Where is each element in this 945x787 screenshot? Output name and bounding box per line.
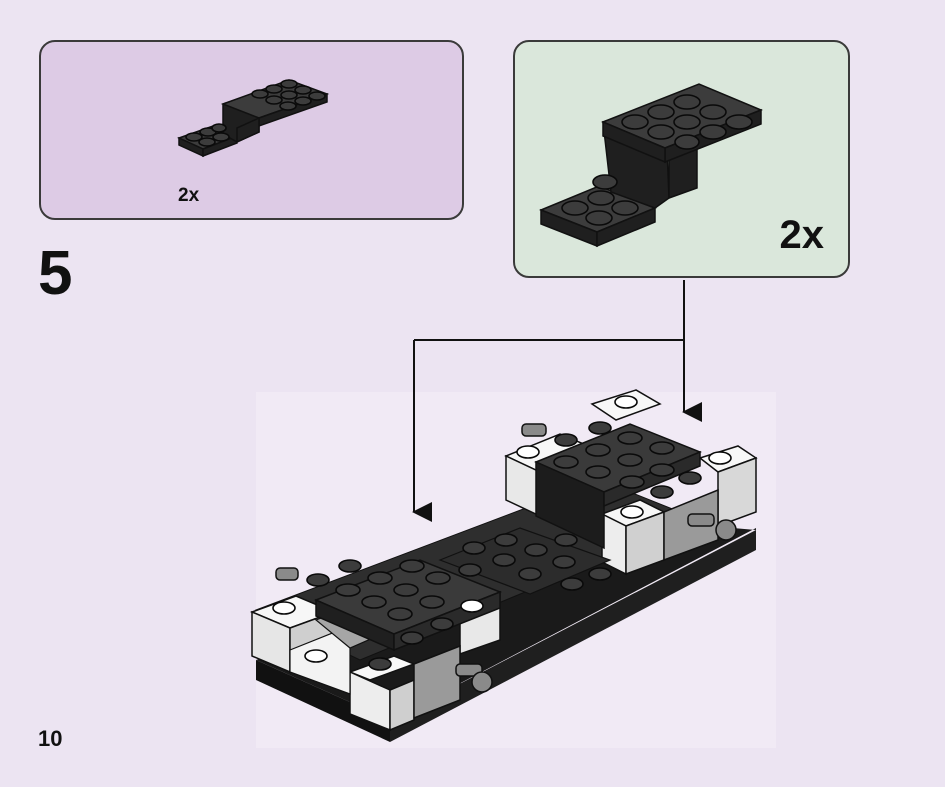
subassembly-quantity-label: 2x (779, 213, 825, 257)
assembly-arrows (412, 280, 702, 522)
parts-list-panel: 2x (39, 40, 464, 220)
step-number: 5 (38, 239, 73, 308)
parts-bracket-icon (177, 79, 330, 158)
page-number: 10 (38, 726, 63, 751)
car-chassis-model (249, 389, 758, 742)
parts-quantity-label: 2x (178, 185, 200, 206)
subassembly-panel: 2x (513, 40, 850, 278)
subassembly-bracket-icon (538, 83, 763, 248)
